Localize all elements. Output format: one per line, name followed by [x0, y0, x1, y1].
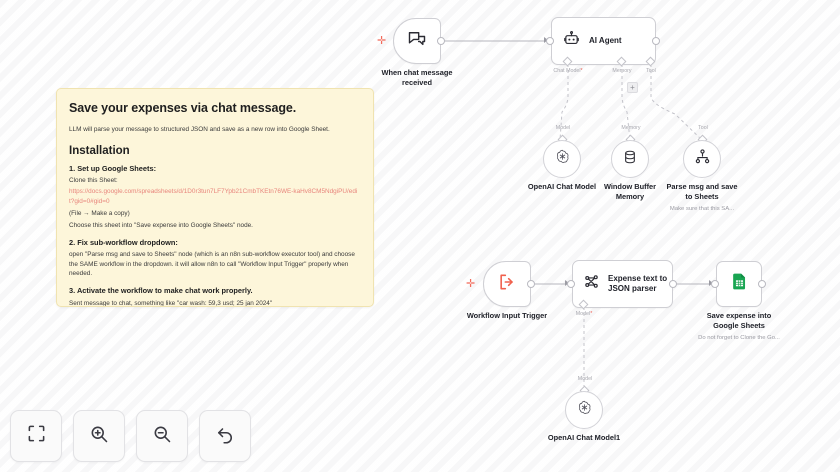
add-tool-button[interactable]: +	[627, 82, 638, 93]
node-subtitle: Do not forget to Clone the Go...	[698, 335, 780, 341]
output-port[interactable]	[527, 280, 535, 288]
reset-zoom-button[interactable]	[199, 410, 251, 462]
undo-arrow-icon	[215, 424, 235, 449]
required-asterisk: *	[580, 68, 583, 74]
sticky-note-title: Save your expenses via chat message.	[69, 101, 297, 115]
node-title-line1: Expense text to	[608, 273, 668, 283]
database-icon	[622, 149, 638, 170]
port-label-model-parser: Model	[575, 311, 591, 317]
sticky-note-step1-clone: Clone this Sheet:	[69, 176, 118, 184]
node-subtitle: Make sure that this SA...	[669, 206, 735, 212]
sticky-note[interactable]: Save your expenses via chat message. LLM…	[56, 88, 374, 307]
sticky-note-step2-title: 2. Fix sub-workflow dropdown:	[69, 238, 178, 247]
node-save-expense-into-google-sheets[interactable]: Save expense into Google Sheets Do not f…	[698, 261, 780, 341]
node-workflow-input-trigger[interactable]: Workflow Input Trigger	[467, 261, 547, 320]
node-label-line1: Parse msg and save	[666, 182, 738, 191]
chat-bubbles-icon	[407, 29, 427, 54]
zoom-out-icon	[152, 424, 172, 449]
node-expense-text-to-json-parser[interactable]: Expense text to JSON parser Model*	[565, 260, 677, 317]
google-sheet-link[interactable]: https://docs.google.com/spreadsheets/d/1…	[69, 188, 358, 205]
port-label-memory: Memory	[612, 68, 632, 74]
output-port[interactable]	[437, 37, 445, 45]
add-node-marker-chat[interactable]: ✛	[377, 34, 387, 47]
node-ai-agent[interactable]: AI Agent Chat Model* Memory Tool	[544, 17, 660, 74]
google-sheets-icon	[730, 272, 749, 296]
workflow-tool-icon	[694, 148, 711, 170]
port-label-chat-model: Chat Model	[553, 68, 581, 74]
arrow-out-icon	[497, 272, 517, 297]
sticky-note-step3-title: 3. Activate the workflow to make chat wo…	[69, 285, 253, 295]
port-label-model: Model	[555, 125, 571, 131]
output-port[interactable]	[758, 280, 766, 288]
sticky-note-intro: LLM will parse your message to structure…	[69, 126, 330, 133]
node-label-line2: received	[402, 77, 432, 87]
output-port[interactable]	[669, 280, 677, 288]
port-label-memory-top: Memory	[621, 125, 641, 131]
port-label-tool-top: Tool	[698, 125, 708, 131]
fit-to-view-button[interactable]	[10, 410, 62, 462]
sticky-note-installation-heading: Installation	[69, 144, 130, 157]
zoom-in-button[interactable]	[73, 410, 125, 462]
zoom-out-button[interactable]	[136, 410, 188, 462]
input-port[interactable]	[546, 37, 554, 45]
fit-view-icon	[27, 424, 46, 448]
node-label: Workflow Input Trigger	[466, 311, 548, 320]
node-label-line2: Memory	[615, 191, 645, 201]
output-port[interactable]	[652, 37, 660, 45]
add-node-marker-workflow[interactable]: ✛	[466, 277, 476, 290]
canvas-toolbar	[10, 410, 251, 462]
sticky-note-step1-title: 1. Set up Google Sheets:	[69, 163, 157, 173]
node-label-line1: When chat message	[381, 68, 453, 77]
port-label-model-bottom: Model	[577, 376, 593, 382]
structured-output-icon	[583, 273, 600, 295]
node-label: OpenAI Chat Model1	[547, 433, 621, 442]
node-label-line2: Google Sheets	[713, 320, 765, 330]
required-asterisk: *	[590, 311, 593, 317]
robot-icon	[563, 30, 580, 52]
openai-icon	[576, 399, 593, 421]
node-title-line2: JSON parser	[608, 284, 657, 293]
node-label-line1: Window Buffer	[603, 182, 657, 191]
port-label-tool: Tool	[646, 68, 656, 74]
node-label: OpenAI Chat Model	[527, 182, 597, 191]
sticky-note-step2-body: open "Parse msg and save to Sheets" node…	[69, 251, 355, 278]
node-label-line1: Save expense into	[706, 311, 772, 320]
node-title: AI Agent	[589, 35, 622, 45]
node-when-chat-message-received[interactable]: When chat message received	[381, 18, 453, 87]
sticky-note-step1-choose: Choose this sheet into "Save expense int…	[69, 222, 253, 230]
sticky-note-step1-copy: (File → Make a copy)	[69, 209, 130, 217]
zoom-in-icon	[89, 424, 109, 449]
node-label-line2: to Sheets	[685, 191, 719, 201]
input-port[interactable]	[711, 280, 719, 288]
openai-icon	[554, 148, 571, 170]
input-port[interactable]	[567, 280, 575, 288]
plus-icon: +	[630, 82, 635, 92]
sticky-note-step3-body: Sent message to chat, something like "ca…	[69, 299, 273, 307]
